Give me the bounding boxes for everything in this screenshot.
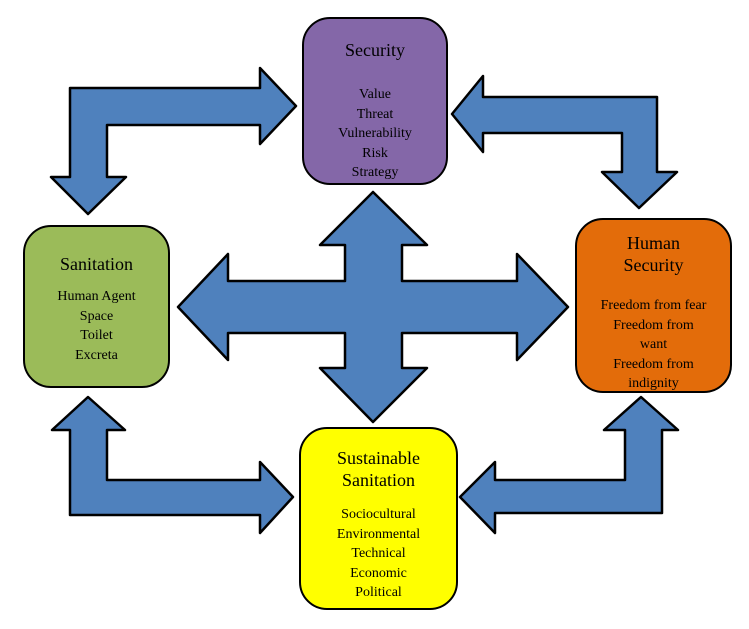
list-item: Freedom from want [613, 317, 694, 353]
list-item: Technical [351, 546, 406, 561]
list-item: Freedom from fear [600, 298, 707, 313]
list-item: Risk [362, 145, 388, 161]
box-security: Security Value Threat Vulnerability Risk… [302, 17, 448, 185]
box-sustainable-sanitation-title: Sustainable Sanitation [337, 448, 420, 490]
arrow-human-security-sustainable-sanitation [458, 395, 680, 535]
box-sanitation-items: Human Agent Space Toilet Excreta [57, 287, 135, 365]
list-item: Threat [356, 106, 394, 122]
box-security-items: Value Threat Vulnerability Risk Strategy [338, 85, 412, 183]
arrow-sanitation-security [49, 66, 298, 216]
box-human-security-items: Freedom from fear Freedom from want Free… [601, 296, 707, 394]
box-security-title: Security [345, 40, 405, 60]
list-item: Value [359, 87, 391, 102]
list-item: Vulnerability [338, 126, 412, 141]
list-item: Toilet [80, 328, 113, 343]
list-item: Human Agent [57, 289, 136, 304]
list-item: Sociocultural [341, 507, 416, 522]
box-sustainable-sanitation: Sustainable Sanitation Sociocultural Env… [299, 427, 458, 610]
box-human-security-title: Human Security [623, 233, 684, 275]
list-item: Economic [350, 565, 407, 581]
box-sustainable-sanitation-items: Sociocultural Environmental Technical Ec… [337, 505, 420, 603]
box-human-security: Human Security Freedom from fear Freedom… [575, 218, 732, 393]
list-item: Space [79, 308, 114, 324]
list-item: Strategy [351, 165, 399, 180]
list-item: Freedom from indignity [613, 356, 694, 392]
arrow-sanitation-sustainable-sanitation [50, 395, 295, 535]
box-sanitation-title: Sanitation [60, 254, 133, 274]
list-item: Political [355, 585, 402, 600]
arrow-center-cross [176, 190, 570, 424]
box-sanitation: Sanitation Human Agent Space Toilet Excr… [23, 225, 170, 388]
list-item: Environmental [336, 526, 421, 542]
arrow-security-human-security [450, 74, 679, 210]
list-item: Excreta [75, 347, 118, 363]
